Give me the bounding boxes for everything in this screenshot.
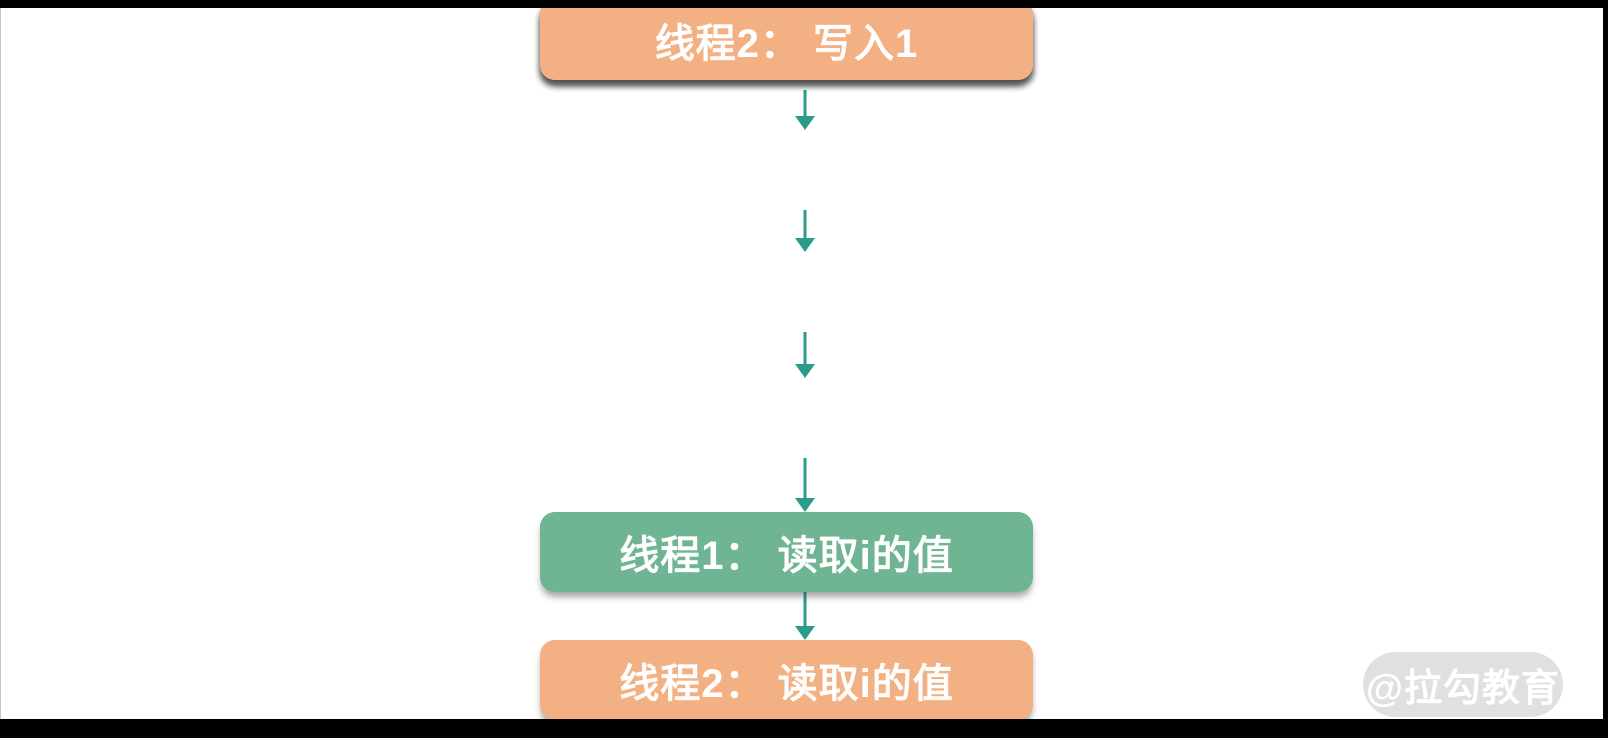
down-arrow-connector (793, 90, 817, 130)
arrow-line (803, 210, 807, 240)
down-arrow-connector (793, 458, 817, 512)
watermark-badge: @拉勾教育 (1363, 652, 1563, 717)
down-arrow-connector (793, 332, 817, 378)
down-arrow-connector (793, 210, 817, 252)
arrowhead-down-icon (795, 498, 815, 512)
flow-node-thread2-read: 线程2： 读取i的值 (540, 640, 1033, 720)
arrow-line (803, 458, 807, 500)
flow-node-label: 线程2： 读取i的值 (619, 662, 954, 706)
right-black-bar (1603, 0, 1608, 738)
arrowhead-down-icon (795, 238, 815, 252)
watermark-label: @拉勾教育 (1365, 668, 1561, 710)
arrow-line (803, 592, 807, 628)
flow-node-label: 线程2： 写入1 (654, 22, 919, 66)
arrow-line (803, 90, 807, 118)
top-black-bar (0, 0, 1608, 8)
arrowhead-down-icon (795, 626, 815, 640)
flow-node-thread2-write: 线程2： 写入1 (540, 0, 1033, 80)
arrowhead-down-icon (795, 364, 815, 378)
arrow-line (803, 332, 807, 366)
flow-node-thread1-read: 线程1： 读取i的值 (540, 512, 1033, 592)
arrowhead-down-icon (795, 116, 815, 130)
bottom-black-bar (0, 719, 1608, 738)
down-arrow-connector (793, 592, 817, 640)
flow-node-label: 线程1： 读取i的值 (619, 534, 954, 578)
left-edge-line (0, 0, 1, 738)
